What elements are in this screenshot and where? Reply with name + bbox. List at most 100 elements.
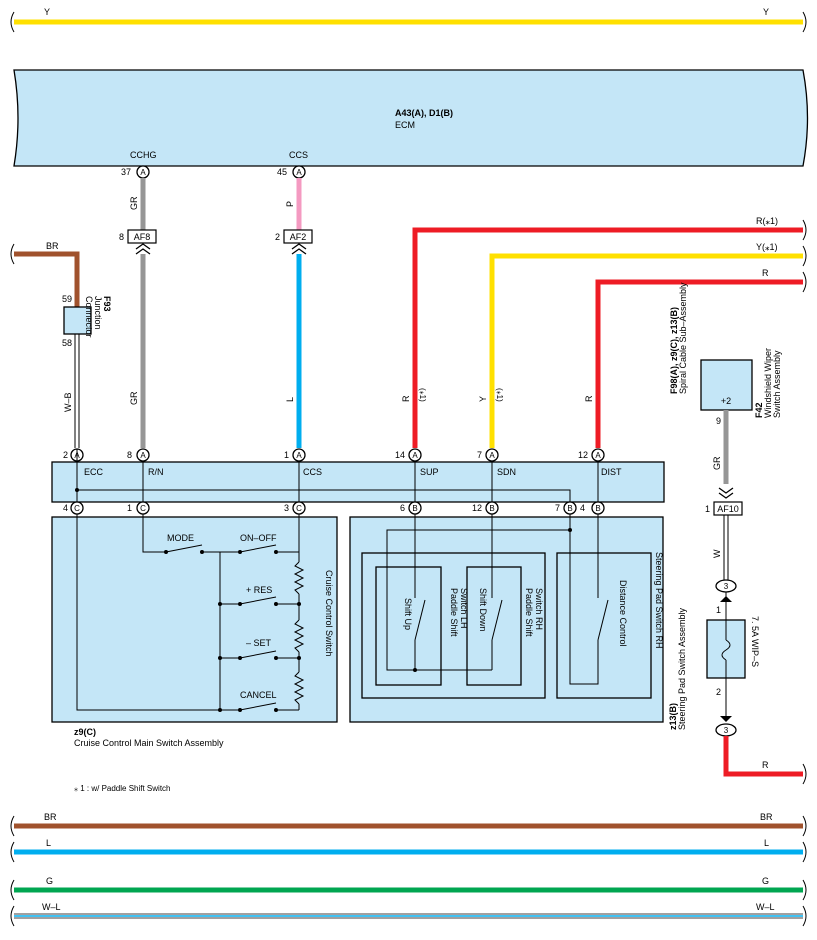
f42-terminal: +2 <box>721 396 731 406</box>
pin-number: 3 <box>284 503 289 513</box>
cruise-control-box: MODE ON–OFF + RES – SET <box>51 514 338 723</box>
pin-number: 4 <box>63 503 68 513</box>
pin-number: 1 <box>284 450 289 460</box>
pin-number: 6 <box>400 503 405 513</box>
steering-code: z13(B) <box>668 703 678 730</box>
bus-wire-l: L L <box>10 838 807 863</box>
pin-number: 12 <box>472 503 482 513</box>
wire-label-wb: W–B <box>63 392 73 412</box>
wire-label-gr-wiper: GR <box>712 456 722 470</box>
f42-name-1: Windshield Wiper <box>763 348 773 418</box>
f42-name-2: Switch Assembly <box>772 350 782 418</box>
junction-af8: AF8 <box>134 232 151 242</box>
steering-name: Steering Pad Switch Assembly <box>677 607 687 730</box>
ecm-signal-cchg: CCHG <box>130 150 157 160</box>
pin-conn: B <box>489 504 494 513</box>
wire-label-w: W <box>712 549 722 558</box>
label-paddle-lh-1: Paddle Shift <box>449 588 459 637</box>
f93-name-1: Junction <box>93 296 103 330</box>
wire-y-star: Y(⁎1) Y (⁎1) <box>478 242 807 448</box>
wire-gr-cchg: GR AF8 8 GR <box>119 178 157 448</box>
wire-p-l-ccs: P AF2 2 L <box>275 178 313 448</box>
wire-label-l-right: L <box>764 838 769 848</box>
spiral-top-pins: A 2 A 8 A 1 A 14 A 7 A 12 <box>63 448 605 462</box>
pin-conn: A <box>296 451 302 460</box>
f42-pin: 9 <box>716 416 721 426</box>
wire-note-y: (⁎1) <box>495 388 504 402</box>
switch-label-mode: MODE <box>167 533 194 543</box>
junction-af2: AF2 <box>290 232 307 242</box>
junction-af8-pin: 8 <box>119 232 124 242</box>
pin-number: 12 <box>578 450 588 460</box>
label-distance-control: Distance Control <box>618 580 628 647</box>
spiral-code: F98(A), z9(C), z13(B) <box>669 307 679 394</box>
wire-label-gr-upper: GR <box>129 196 139 210</box>
signal-rn: R/N <box>148 467 164 477</box>
wire-label-g-right: G <box>762 876 769 886</box>
wire-label-r-bottom: R <box>762 760 769 770</box>
bus-wire-g: G G <box>10 876 807 901</box>
pin-conn: B <box>595 504 600 513</box>
ecm-pin-conn: A <box>140 168 146 177</box>
f42-code: F42 <box>754 402 764 418</box>
wire-r: R R <box>584 268 807 448</box>
f93-code: F93 <box>102 296 112 312</box>
signal-sup: SUP <box>420 467 439 477</box>
ecm-pin-number: 45 <box>277 167 287 177</box>
f93-pin-top: 59 <box>62 294 72 304</box>
switch-label-onoff: ON–OFF <box>240 533 277 543</box>
switch-label-res: + RES <box>246 585 272 595</box>
cruise-name: Cruise Control Main Switch Assembly <box>74 738 224 748</box>
junction-af10-pin: 1 <box>705 504 710 514</box>
wire-note-r: (⁎1) <box>418 388 427 402</box>
pin-conn: A <box>412 451 418 460</box>
pin-number: 14 <box>395 450 405 460</box>
pin-number: 7 <box>555 503 560 513</box>
wire-br-left: BR <box>10 241 80 307</box>
wire-label-r-vertical: R <box>401 395 411 402</box>
spiral-name: Spiral Cable Sub–Assembly <box>678 282 688 394</box>
fuse-conn-bottom: 3 <box>724 726 729 735</box>
ecm-pin-45: A 45 <box>277 165 306 179</box>
wire-r-star: R(⁎1) R (⁎1) <box>401 216 807 448</box>
ecm-signal-ccs: CCS <box>289 150 308 160</box>
pin-conn: A <box>140 451 146 460</box>
cruise-code: z9(C) <box>74 727 96 737</box>
label-paddle-rh-2: Switch RH <box>534 588 544 630</box>
wire-label-wl-right: W–L <box>756 902 775 912</box>
wire-label-g-left: G <box>46 876 53 886</box>
ecm-pin-conn: A <box>296 168 302 177</box>
wire-label-br-bottom-left: BR <box>44 812 57 822</box>
pin-number: 1 <box>127 503 132 513</box>
ecm-box: A43(A), D1(B) ECM CCHG CCS <box>13 69 809 167</box>
pin-conn: A <box>595 451 601 460</box>
pin-conn: C <box>296 504 302 513</box>
signal-dist: DIST <box>601 467 622 477</box>
pin-conn: C <box>74 504 80 513</box>
f93-pin-bottom: 58 <box>62 338 72 348</box>
wire-label-wl-left: W–L <box>42 902 61 912</box>
junction-af2-pin: 2 <box>275 232 280 242</box>
wire-label-y-left: Y <box>44 7 50 17</box>
switch-label-cancel: CANCEL <box>240 690 277 700</box>
wire-label-r-dist: R <box>584 395 594 402</box>
wire-label-r1: R(⁎1) <box>756 216 778 226</box>
f93-junction-connector: 59 58 F93 Junction Connector W–B <box>62 294 112 448</box>
f93-name-2: Connector <box>84 296 94 338</box>
wire-label-l-left: L <box>46 838 51 848</box>
label-paddle-lh-2: Switch LH <box>459 588 469 629</box>
wire-label-r: R <box>762 268 769 278</box>
ecm-code: A43(A), D1(B) <box>395 108 453 118</box>
bus-wire-y: Y Y <box>10 7 807 33</box>
wire-label-br-bottom-right: BR <box>760 812 773 822</box>
label-shift-up: Shift Up <box>403 598 413 630</box>
label-shift-down: Shift Down <box>478 588 488 632</box>
pin-conn: B <box>412 504 417 513</box>
cruise-switch-label: Cruise Control Switch <box>324 570 334 657</box>
pin-number: 2 <box>63 450 68 460</box>
pin-conn: A <box>489 451 495 460</box>
pin-conn: B <box>567 504 572 513</box>
signal-ccs: CCS <box>303 467 322 477</box>
ecm-name: ECM <box>395 120 415 130</box>
